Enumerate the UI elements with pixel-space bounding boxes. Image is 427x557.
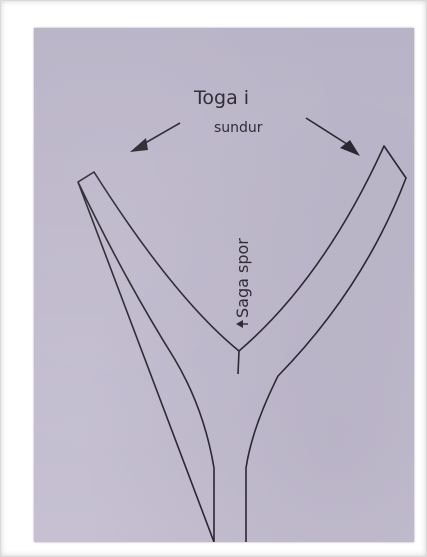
right-pull-arrow [306,118,360,156]
photograph-of-sketch: Toga i sundur Saga spor [34,28,414,542]
left-pull-arrow [130,123,180,152]
label-sundur: sundur [214,120,263,136]
label-toga-i: Toga i [193,87,249,109]
y-shape-outline [78,146,406,542]
saw-cut-line [238,351,239,374]
label-saga-spor: Saga spor [233,238,252,318]
y-shaped-cut-diagram: Toga i sundur Saga spor [34,28,414,542]
saw-direction-arrow [236,320,248,328]
